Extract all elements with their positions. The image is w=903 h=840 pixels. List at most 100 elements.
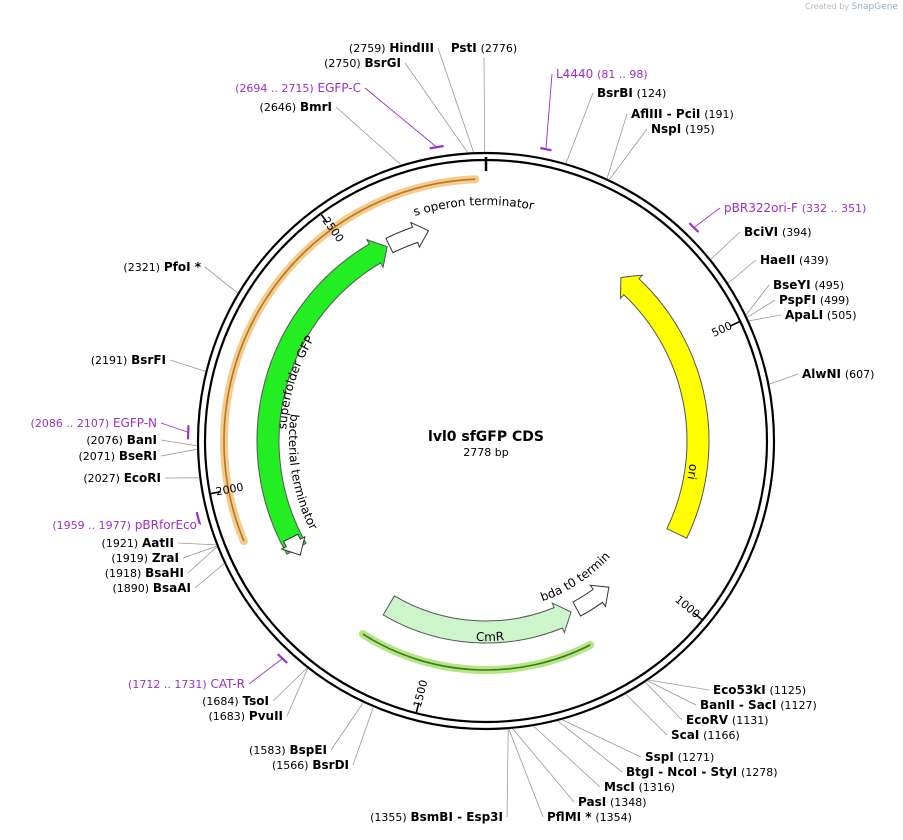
enzyme-label[interactable]: (1918) BsaHI	[105, 566, 184, 580]
enzyme-leader-line	[182, 545, 217, 559]
enzyme-name: ApaLI	[785, 308, 823, 322]
enzyme-label[interactable]: (2071) BseRI	[78, 449, 157, 463]
enzyme-name: BsaAI	[153, 581, 191, 595]
primer-bar	[688, 222, 700, 233]
enzyme-leader-line	[177, 542, 217, 546]
enzyme-label[interactable]: EcoRV (1131)	[686, 713, 769, 727]
enzyme-label[interactable]: (2076) BanI	[86, 433, 157, 447]
enzyme-label[interactable]: (1919) ZraI	[111, 551, 179, 565]
credit-prefix: Created by	[805, 2, 850, 11]
enzyme-leader-line	[769, 373, 799, 385]
enzyme-name: BanII - SacI	[700, 698, 776, 712]
primer-label[interactable]: (1712 .. 1731) CAT-R	[128, 677, 245, 691]
enzyme-label[interactable]: PstI (2776)	[451, 41, 517, 55]
primer-range: (81 .. 98)	[597, 68, 648, 81]
enzyme-name: HaeII	[760, 253, 795, 267]
primer-range: (332 .. 351)	[802, 202, 867, 215]
enzyme-name: BsrBI	[597, 86, 633, 100]
enzyme-name: SspI	[645, 750, 674, 764]
enzyme-name: ScaI	[671, 728, 699, 742]
enzyme-label[interactable]: BtgI - NcoI - StyI (1278)	[626, 765, 778, 779]
enzyme-name: BsrGI	[364, 56, 401, 70]
primer-label[interactable]: (1959 .. 1977) pBRforEco	[52, 518, 197, 532]
enzyme-position: (1271)	[678, 751, 715, 764]
enzyme-name: BciVI	[744, 225, 778, 239]
enzyme-sites: PstI (2776) (2759) HindIII(2750) BsrGI (26…	[78, 41, 874, 824]
primer-range: (2086 .. 2107)	[31, 417, 110, 430]
enzyme-leader-line	[710, 231, 741, 260]
enzyme-leader-line	[562, 719, 642, 758]
primer-leader-line	[693, 207, 721, 228]
enzyme-position: (1919)	[111, 552, 148, 565]
enzyme-position: (1918)	[105, 567, 142, 580]
enzyme-name: EcoRV	[686, 713, 729, 727]
enzyme-label[interactable]: BciVI (394)	[744, 225, 812, 239]
enzyme-label[interactable]: AlwNI (607)	[802, 367, 874, 381]
enzyme-position: (2759)	[349, 42, 386, 55]
enzyme-name: Eco53kI	[713, 683, 766, 697]
enzyme-position: (2321)	[123, 261, 160, 274]
enzyme-leader-line	[272, 667, 308, 702]
enzyme-leader-line	[727, 259, 757, 284]
enzyme-label[interactable]: BsrBI (124)	[597, 86, 666, 100]
enzyme-leader-line	[187, 546, 218, 574]
feature-highlights	[220, 175, 595, 674]
enzyme-label[interactable]: PspFI (499)	[779, 293, 849, 307]
enzyme-label[interactable]: Eco53kI (1125)	[713, 683, 806, 697]
enzyme-name: MscI	[604, 780, 635, 794]
enzyme-label[interactable]: (2646) BmrI	[260, 100, 332, 114]
feature-arrow-bacterial-terminator	[280, 533, 306, 556]
enzyme-leader-line	[160, 448, 198, 457]
enzyme-label[interactable]: ScaI (1166)	[671, 728, 740, 742]
enzyme-leader-line	[352, 707, 374, 766]
enzyme-label[interactable]: (1890) BsaAI	[112, 581, 191, 595]
enzyme-position: (1566)	[272, 759, 309, 772]
enzyme-label[interactable]: PasI (1348)	[578, 795, 647, 809]
enzyme-label[interactable]: (2027) EcoRI	[83, 471, 161, 485]
primer-leader-line	[197, 517, 202, 526]
feature-arrow-his-operon-terminator	[385, 221, 430, 254]
enzyme-label[interactable]: (1921) AatII	[102, 536, 174, 550]
enzyme-label[interactable]: (2321) PfoI *	[123, 260, 201, 274]
enzyme-label[interactable]: (2191) BsrFI	[91, 353, 166, 367]
enzyme-position: (439)	[799, 254, 829, 267]
enzyme-label[interactable]: (1583) BspEI	[249, 743, 327, 757]
enzyme-label[interactable]: PflMI * (1354)	[547, 810, 632, 824]
enzyme-label[interactable]: HaeII (439)	[760, 253, 829, 267]
enzyme-label[interactable]: BseYI (495)	[773, 278, 844, 292]
enzyme-label[interactable]: AflIII - PciI (191)	[631, 107, 734, 121]
primer-label[interactable]: (2086 .. 2107) EGFP-N	[31, 416, 157, 430]
enzyme-label[interactable]: BanII - SacI (1127)	[700, 698, 817, 712]
enzyme-label[interactable]: (1355) BsmBI - Esp3I	[370, 810, 503, 824]
primer-bar	[429, 144, 444, 150]
enzyme-name: ZraI	[152, 551, 179, 565]
enzyme-position: (505)	[827, 309, 857, 322]
feature-label-text: ori	[685, 463, 701, 481]
plasmid-length: 2778 bp	[463, 446, 508, 459]
plasmid-name: lvl0 sfGFP CDS	[428, 429, 544, 445]
primer-label[interactable]: L4440 (81 .. 98)	[556, 67, 648, 81]
enzyme-label[interactable]: (1684) TsoI	[202, 694, 269, 708]
primer-range: (2694 .. 2715)	[235, 82, 314, 95]
enzyme-leader-line	[169, 359, 206, 372]
enzyme-position: (1348)	[610, 796, 647, 809]
primer-label[interactable]: pBR322ori-F (332 .. 351)	[724, 201, 866, 215]
enzyme-label[interactable]: ApaLI (505)	[785, 308, 857, 322]
enzyme-label[interactable]: (1683) PvuII	[209, 709, 284, 723]
enzyme-name: PspFI	[779, 293, 816, 307]
primer-name: pBRforEco	[135, 518, 197, 532]
scale-tick-label: 1500	[411, 679, 431, 709]
primer-label[interactable]: (2694 .. 2715) EGFP-C	[235, 81, 361, 95]
enzyme-label[interactable]: NspI (195)	[651, 122, 715, 136]
enzyme-name: AlwNI	[802, 367, 841, 381]
primer-leader-line	[160, 422, 189, 433]
enzyme-label[interactable]: SspI (1271)	[645, 750, 714, 764]
enzyme-label[interactable]: (1566) BsrDI	[272, 758, 349, 772]
enzyme-label[interactable]: MscI (1316)	[604, 780, 675, 794]
enzyme-position: (1278)	[741, 766, 778, 779]
enzyme-label[interactable]: (2750) BsrGI	[324, 56, 401, 70]
enzyme-position: (195)	[685, 123, 715, 136]
enzyme-position: (2191)	[91, 354, 128, 367]
enzyme-label[interactable]: (2759) HindIII	[349, 41, 434, 55]
